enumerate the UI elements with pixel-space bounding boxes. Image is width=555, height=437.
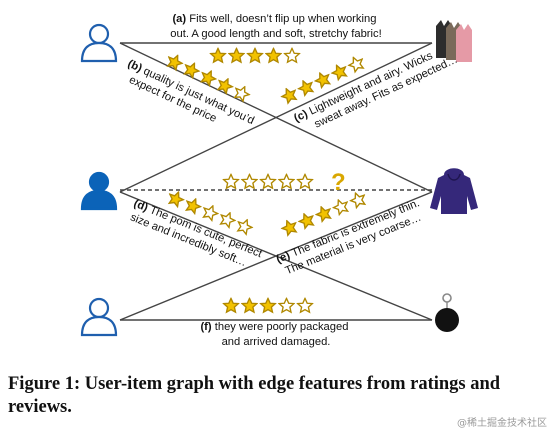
review-f: (f) they were poorly packaged and arrive…	[200, 321, 351, 348]
star-empty-icon	[297, 173, 313, 189]
user-item-graph: ? (a) Fits well, doesn’t flip up when wo…	[80, 13, 478, 348]
star-filled-icon	[265, 47, 282, 63]
edge-e	[119, 191, 433, 321]
star-empty-icon	[330, 196, 351, 217]
star-filled-icon	[241, 297, 258, 313]
user-icon	[80, 171, 118, 211]
star-filled-icon	[313, 203, 334, 224]
user-icon	[80, 297, 118, 337]
star-filled-icon	[210, 47, 226, 63]
star-filled-icon	[181, 59, 202, 80]
star-empty-icon	[278, 297, 295, 313]
review-c: (c) Lightweight and airy. Wicks sweat aw…	[292, 41, 459, 137]
star-empty-icon	[200, 202, 221, 223]
watermark: @稀土掘金技术社区	[457, 418, 547, 429]
star-filled-icon	[198, 67, 219, 88]
star-empty-icon	[223, 173, 239, 189]
rating-stars-f	[223, 297, 313, 313]
review-d: (d) The pom is cute, perfect size and in…	[127, 198, 267, 275]
star-empty-icon	[234, 216, 255, 237]
star-filled-icon	[278, 84, 300, 106]
star-filled-icon	[260, 297, 276, 313]
star-empty-icon	[347, 189, 369, 210]
rating-stars-a	[210, 47, 300, 63]
edge-c	[119, 42, 433, 193]
star-empty-icon	[345, 53, 367, 74]
star-empty-icon	[284, 47, 300, 63]
star-empty-icon	[278, 173, 295, 189]
star-empty-icon	[241, 173, 258, 189]
review-e: (e) The fabric is extremely thin. The ma…	[275, 196, 430, 279]
star-empty-icon	[260, 173, 276, 189]
unknown-rating-mark: ?	[331, 169, 346, 196]
review-a: (a) Fits well, doesn’t flip up when work…	[170, 13, 381, 40]
star-filled-icon	[295, 77, 317, 98]
hoodie-icon	[430, 168, 478, 214]
star-filled-icon	[329, 61, 350, 82]
star-filled-icon	[247, 47, 263, 63]
star-empty-icon	[297, 297, 313, 313]
rating-stars-unknown	[223, 173, 313, 189]
star-filled-icon	[312, 69, 333, 90]
user-icon	[80, 23, 118, 63]
star-filled-icon	[223, 297, 239, 313]
star-filled-icon	[183, 195, 204, 216]
star-filled-icon	[228, 47, 245, 63]
figure-caption: Figure 1: User-item graph with edge feat…	[8, 374, 501, 417]
pom-keychain-icon	[435, 293, 459, 332]
graph-edges	[119, 42, 433, 321]
star-empty-icon	[217, 209, 238, 230]
star-empty-icon	[231, 82, 253, 104]
star-filled-icon	[214, 75, 236, 96]
tank-tops-icon	[436, 20, 472, 62]
star-filled-icon	[296, 210, 317, 231]
star-filled-icon	[165, 188, 187, 209]
star-filled-icon	[164, 51, 186, 72]
star-filled-icon	[279, 217, 300, 238]
